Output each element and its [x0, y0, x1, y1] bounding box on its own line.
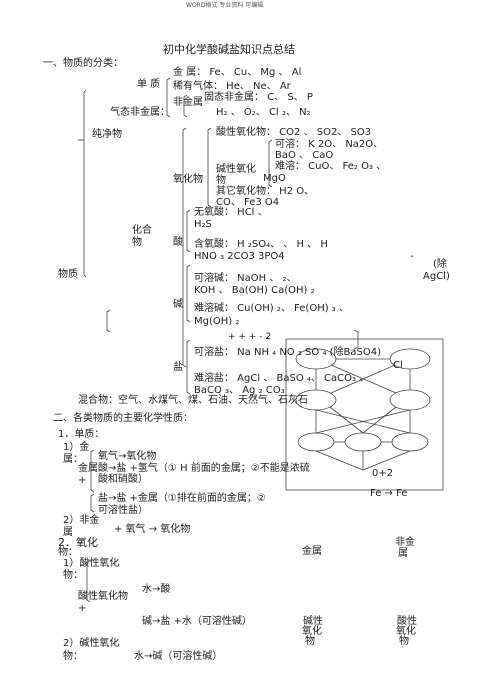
diagram-acidic-oxide: 酸性 [397, 616, 417, 627]
label-salt: 盐 [173, 362, 183, 373]
plus-sign-1: + [78, 475, 87, 486]
label-compound: 化合 [132, 225, 152, 236]
row-oxyacid: 含氧酸： H ₂SO₄、 、 H 、 H [194, 239, 328, 250]
row-insoluble-salt-2: BaCO ₃、 Ag ₂ CO₃ [194, 385, 285, 396]
row-mixture: 混合物：空气、水煤气、煤、石油、天然气、石灰石 [78, 395, 308, 406]
section-2-heading: 二、各类物质的主要化学性质： [53, 413, 193, 424]
row-soluble-base: 可溶碱： NaOH 、 ₂、 [194, 273, 297, 284]
reaction-water-base: 水→碱（可溶性碱） [134, 651, 223, 662]
label-compound-2: 物 [132, 237, 142, 248]
row-noble-gas: 稀有气体： He、 Ne、 Ar [173, 81, 291, 92]
row-oxygen-free-acid: 无氧酸： HCl 、 [194, 207, 268, 218]
label-nonmetal-1: 2）非金 [63, 515, 100, 526]
reaction-oxygen: 氧气→氧化物 [98, 451, 157, 462]
ion-charges: + + + - 2 [228, 332, 272, 342]
row-soluble: 可溶： K 2O、 Na2O、 [275, 139, 384, 150]
row-acidic-oxide: 酸性氧化物： CO2 、 SO2、 SO3 [216, 127, 372, 138]
label-nonmetal: 非金属 [173, 97, 203, 108]
label-metal-1: 1）金 [63, 442, 90, 453]
reaction-acid-2: 酸和硝酸） [98, 474, 148, 485]
label-acid: 酸 [173, 237, 183, 248]
label-basic-oxide-section: 2）碱性氧化 [63, 638, 120, 649]
label-chunjingwu: 纯净物 [92, 129, 122, 140]
row-soluble-base-2: KOH 、 Ba(OH) Ca(OH) ₂ [194, 285, 315, 296]
label-except: (除 [433, 259, 447, 270]
row-insoluble-salt: 难溶盐： AgCl 、 BaSO ₄、 CaCO₃ 、 [194, 373, 370, 384]
page-header: WORD格式 专业资料 可编辑 [186, 2, 264, 9]
reaction-salt-2: 可溶性盐） [98, 505, 148, 516]
label-cl: Cl [393, 360, 403, 371]
reaction-base: 碱→盐 +水（可溶性碱） [142, 616, 252, 627]
label-acidic-oxide: 1）酸性氧化 [63, 558, 120, 569]
diagram-metal: 金属 [302, 546, 322, 557]
dash-mark: - [410, 251, 414, 262]
row-soluble-2: BaO 、 CaO [275, 150, 334, 161]
row-other-oxide-2: CO、 Fe3 O4 [216, 197, 280, 208]
doc-title: 初中化学酸碱盐知识点总结 [163, 43, 295, 56]
diagram-nonmetal-2: 属 [398, 548, 408, 559]
label-nonmetal-2: 属 [63, 527, 73, 538]
section-1-heading: 一、物质的分类： [43, 58, 123, 69]
row-oxyacid-2: HNO ₃ 2CO3 3PO4 [194, 251, 285, 262]
label-metal-2: 属： [63, 454, 83, 465]
reaction-salt: 盐→盐 +金属（①排在前面的金属；② [98, 493, 266, 504]
plus-sign-2: + [78, 603, 87, 614]
row-insoluble-base: 难溶碱： Cu(OH) ₂、 Fe(OH) ₃ 、 [194, 303, 349, 314]
label-danzhi: 单 质 [137, 79, 161, 90]
diagram-basic-oxide-3: 物 [305, 636, 315, 647]
label-element: 1．单质： [58, 429, 105, 440]
row-solid-nonmetal: 固态非金属： C、 S、 P [204, 92, 313, 103]
row-metal: 金 属： Fe、 Cu、 Mg 、 Al [173, 67, 302, 78]
label-basic-oxide-section-2: 物： [63, 651, 83, 662]
diagram-basic-oxide: 碱性 [303, 616, 323, 627]
label-oxide: 氧化物 [173, 174, 203, 185]
label-metal-plus: 金属 [78, 463, 98, 474]
row-gas-list: H₂ 、 O₂、 Cl ₂、 N₂ [216, 107, 311, 118]
label-agcl: AgCl) [423, 271, 450, 282]
label-base: 碱 [173, 299, 183, 310]
oxidation-state: 0+2 [372, 468, 394, 479]
row-insoluble-2: MgO [263, 173, 286, 184]
label-basic-oxide-2: 物 [216, 175, 226, 186]
label-oxide-section-2: 物： [58, 547, 78, 558]
label-acidic-oxide-2: 物： [63, 570, 83, 581]
fe-conversion: Fe → Fe [370, 488, 408, 499]
reaction-nonmetal: + 氧气 → 氧化物 [114, 524, 191, 535]
label-substance: 物质 [58, 269, 78, 280]
diagram-nonmetal: 非金 [395, 537, 415, 548]
label-acidic-oxide-plus: 酸性氧化物 [78, 591, 128, 602]
row-soluble-salt: 可溶盐： Na NH ₄ NO ₃ SO ₄ (除BaSO4) [194, 347, 382, 358]
row-other-oxide: 其它氧化物： H2 O、 [216, 186, 315, 197]
diagram-acidic-oxide-2: 氧化 [396, 626, 416, 637]
reaction-acid: 酸→盐 +氢气（① H 前面的金属；②不能是浓硫 [98, 463, 310, 474]
label-basic-oxide: 碱性氧化 [216, 164, 256, 175]
diagram-acidic-oxide-3: 物 [399, 636, 409, 647]
row-insoluble-base-2: Mg(OH) ₂ [194, 316, 240, 327]
label-gas-nonmetal: 气态非金属： [110, 107, 170, 118]
diagram-basic-oxide-2: 氧化 [302, 626, 322, 637]
reaction-water-acid: 水→酸 [142, 584, 171, 595]
row-insoluble: 难溶： CuO、 Fe₂ O₃ 、 [275, 161, 387, 172]
label-oxide-section: 2．氧化 [58, 536, 98, 549]
row-oxygen-free-acid-2: H₂S [194, 219, 212, 230]
